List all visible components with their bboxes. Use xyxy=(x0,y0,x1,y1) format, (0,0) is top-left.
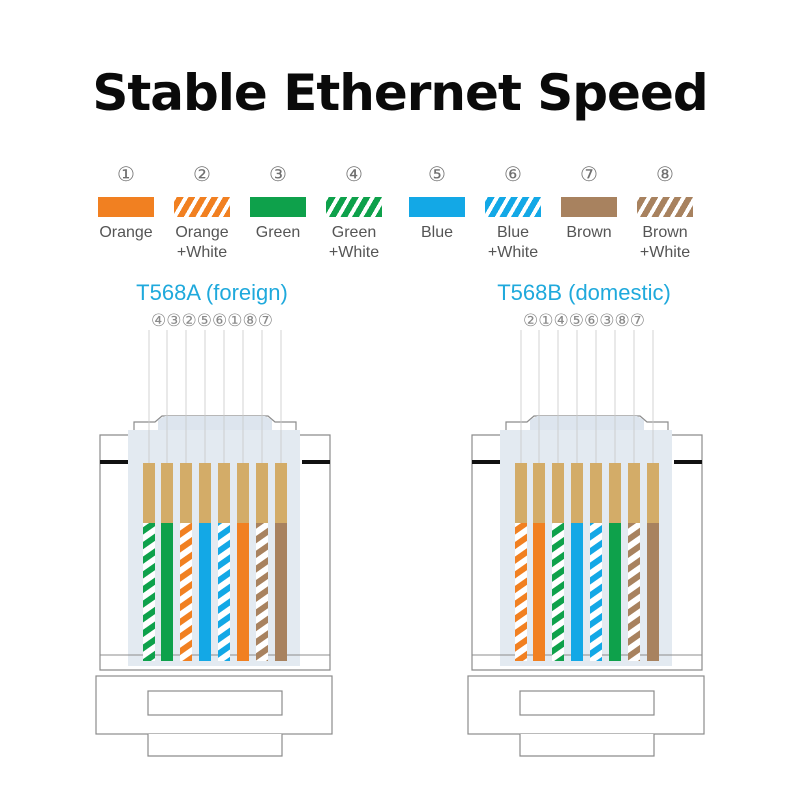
wire xyxy=(218,523,230,661)
wire xyxy=(515,523,527,661)
legend-number: ④ xyxy=(345,164,363,186)
legend-label: Green xyxy=(255,224,301,241)
wire xyxy=(256,523,268,661)
color-swatch xyxy=(326,197,382,217)
wire xyxy=(143,523,155,661)
color-swatch xyxy=(98,197,154,217)
wire xyxy=(571,523,583,661)
legend-number: ① xyxy=(117,164,135,186)
legend-label: Orange +White xyxy=(175,224,229,261)
standard-title-t568b: T568B (domestic) xyxy=(497,280,671,305)
wire xyxy=(533,523,545,661)
page-title: Stable Ethernet Speed xyxy=(92,64,708,122)
color-swatch xyxy=(409,197,465,217)
legend-number: ⑦ xyxy=(580,164,598,186)
wire xyxy=(199,523,211,661)
rj45-plug-t568a xyxy=(90,330,340,770)
color-swatch xyxy=(637,197,693,217)
wire xyxy=(609,523,621,661)
legend-item: ⑦ Brown xyxy=(549,163,629,243)
color-swatch xyxy=(485,197,541,217)
legend-item: ⑥ Blue +White xyxy=(473,163,553,263)
pin-order-t568a: ④③②⑤⑥①⑧⑦ xyxy=(151,311,273,330)
color-swatch xyxy=(561,197,617,217)
legend-number: ⑤ xyxy=(428,164,446,186)
legend-label: Orange xyxy=(99,224,153,241)
legend-label: Green +White xyxy=(328,224,380,261)
legend-item: ① Orange xyxy=(86,163,166,243)
legend-number: ③ xyxy=(269,164,287,186)
wire xyxy=(161,523,173,661)
wire xyxy=(180,523,192,661)
legend-item: ⑤ Blue xyxy=(397,163,477,243)
wire xyxy=(647,523,659,661)
legend-item: ② Orange +White xyxy=(162,163,242,263)
legend-item: ⑧ Brown +White xyxy=(625,163,705,263)
wire xyxy=(237,523,249,661)
legend-number: ② xyxy=(193,164,211,186)
color-swatch xyxy=(174,197,230,217)
legend-label: Blue +White xyxy=(487,224,539,261)
rj45-plug-t568b xyxy=(462,330,712,770)
wire xyxy=(590,523,602,661)
legend-item: ④ Green +White xyxy=(314,163,394,263)
color-swatch xyxy=(250,197,306,217)
legend-label: Blue xyxy=(420,224,454,241)
legend-number: ⑥ xyxy=(504,164,522,186)
standard-title-t568a: T568A (foreign) xyxy=(136,280,288,305)
wire xyxy=(275,523,287,661)
legend-label: Brown xyxy=(566,224,612,241)
wire xyxy=(552,523,564,661)
wire xyxy=(628,523,640,661)
pin-order-t568b: ②①④⑤⑥③⑧⑦ xyxy=(523,311,645,330)
legend-item: ③ Green xyxy=(238,163,318,243)
legend-label: Brown +White xyxy=(639,224,691,261)
legend-number: ⑧ xyxy=(656,164,674,186)
